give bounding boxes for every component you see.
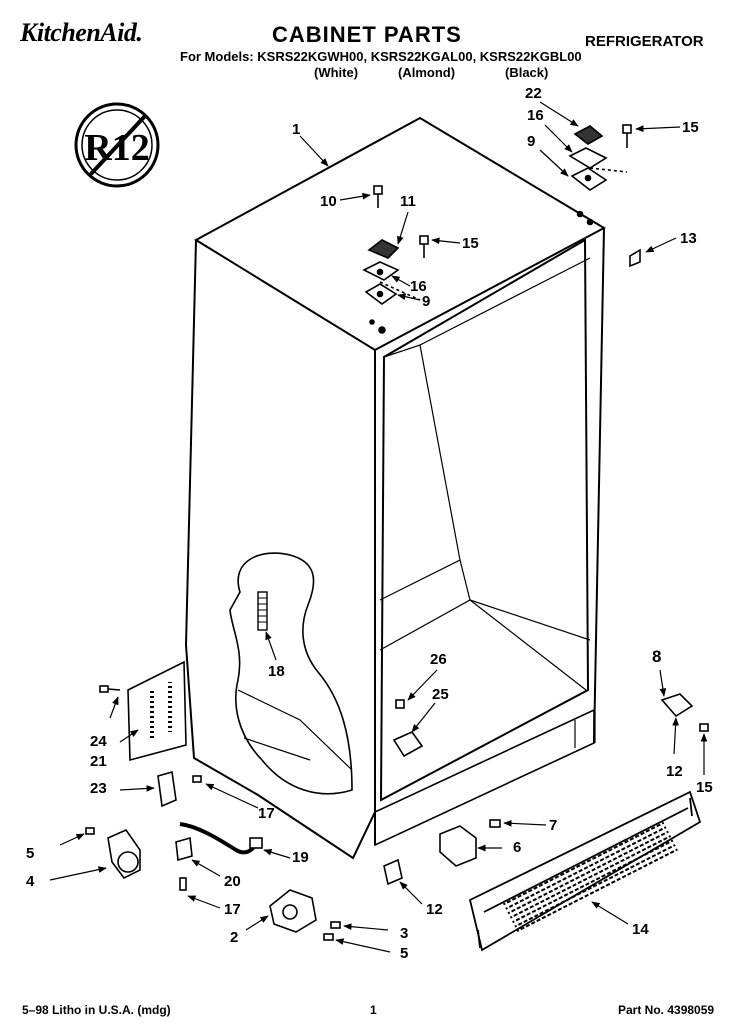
model-list: For Models: KSRS22KGWH00, KSRS22KGAL00, … <box>180 49 582 64</box>
small-parts <box>85 248 709 941</box>
callout-5-low: 5 <box>400 945 408 962</box>
cabinet-body <box>184 116 607 860</box>
callout-15-right: 15 <box>682 119 699 136</box>
callout-17-mid: 17 <box>258 805 275 822</box>
callout-21: 21 <box>90 753 107 770</box>
toe-grille <box>468 790 702 952</box>
category-label: REFRIGERATOR <box>585 33 704 50</box>
callout-1: 1 <box>292 121 300 138</box>
finish-black: (Black) <box>505 65 549 80</box>
callout-25: 25 <box>432 686 449 703</box>
callout-13: 13 <box>680 230 697 247</box>
page-title: CABINET PARTS <box>272 22 462 47</box>
leader-lines <box>49 101 708 953</box>
callout-15-lower: 15 <box>696 779 713 796</box>
callout-12-right: 12 <box>666 763 683 780</box>
callout-16-top: 16 <box>410 278 427 295</box>
callout-5-left: 5 <box>26 845 34 862</box>
callout-24: 24 <box>90 733 107 750</box>
callout-9-top: 9 <box>422 293 430 310</box>
r12-badge: R12 <box>74 102 160 188</box>
callout-3: 3 <box>400 925 408 942</box>
callout-17-low: 17 <box>224 901 241 918</box>
callout-12-low: 12 <box>426 901 443 918</box>
callout-4: 4 <box>26 873 35 890</box>
finish-white: (White) <box>314 65 359 80</box>
callout-8: 8 <box>652 647 661 666</box>
callout-14: 14 <box>632 921 649 938</box>
callout-19: 19 <box>292 849 309 866</box>
callout-labels: 1 10 11 15 16 9 22 16 9 15 13 18 26 25 8… <box>26 85 713 962</box>
callout-16-right: 16 <box>527 107 544 124</box>
callout-26: 26 <box>430 651 447 668</box>
callout-10: 10 <box>320 193 337 210</box>
door-hinge-top-right <box>568 124 632 226</box>
callout-22: 22 <box>525 85 542 102</box>
callout-11: 11 <box>400 193 416 210</box>
callout-2: 2 <box>230 929 238 946</box>
footer-litho: 5–98 Litho in U.S.A. (mdg) <box>22 1003 171 1017</box>
callout-23: 23 <box>90 780 107 797</box>
callout-18: 18 <box>268 663 285 680</box>
footer-part-number: Part No. 4398059 <box>618 1003 715 1017</box>
callout-6: 6 <box>513 839 521 856</box>
callout-15-top: 15 <box>462 235 479 252</box>
callout-7: 7 <box>549 817 557 834</box>
upper-hinge-assembly <box>362 185 429 334</box>
callout-20: 20 <box>224 873 241 890</box>
finish-almond: (Almond) <box>398 65 456 80</box>
callout-9-right: 9 <box>527 133 535 150</box>
footer-page-number: 1 <box>370 1003 377 1017</box>
brand-logo: KitchenAid. <box>20 18 143 47</box>
